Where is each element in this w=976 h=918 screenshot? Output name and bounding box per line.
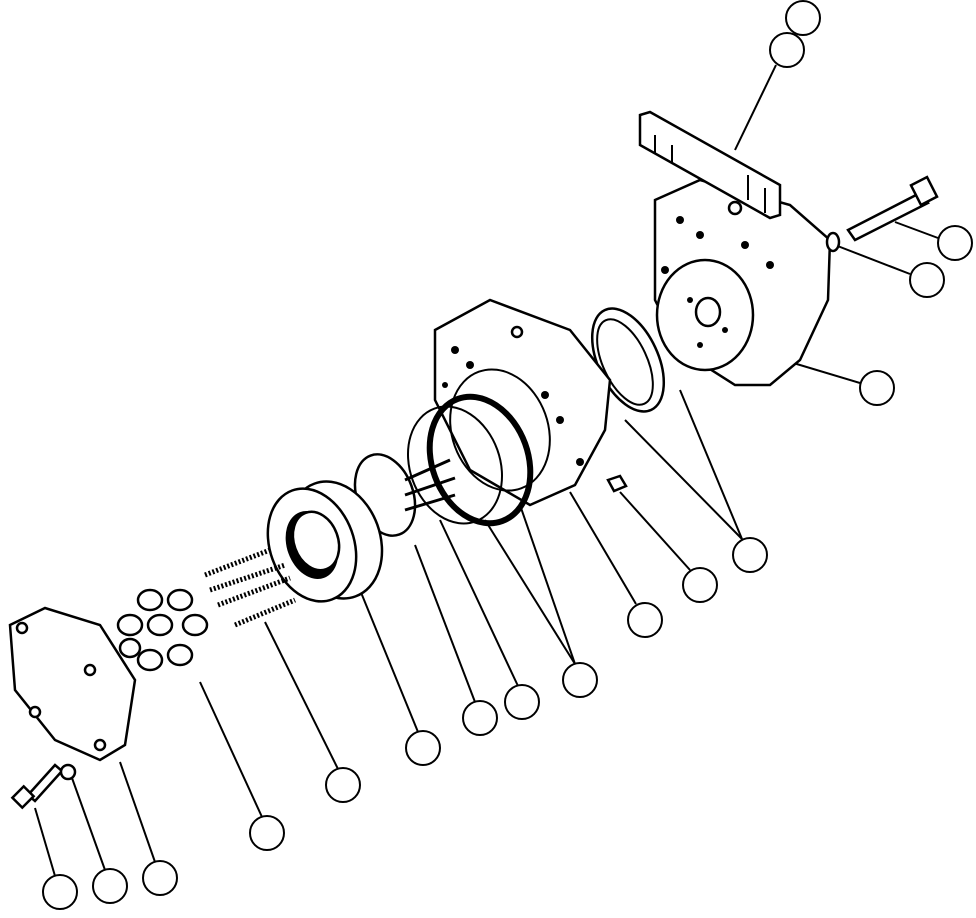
callout-bubble: [937, 225, 973, 261]
callout-bubble: [682, 567, 718, 603]
callout-bubble: [769, 32, 805, 68]
callout-bubble: [909, 262, 945, 298]
callouts: [42, 0, 973, 910]
callout-bubble: [859, 370, 895, 406]
callout-bubble: [732, 537, 768, 573]
callout-bubble: [249, 815, 285, 851]
callout-bubble: [142, 860, 178, 896]
bolt-left: [10, 763, 64, 810]
end-cover: [8, 606, 137, 762]
middle-housing: [433, 298, 612, 507]
callout-bubble: [785, 0, 821, 36]
callout-bubble: [562, 662, 598, 698]
callout-bubble: [405, 730, 441, 766]
bolt-right: [846, 175, 939, 242]
washer-right: [825, 231, 841, 253]
callout-bubble: [504, 684, 540, 720]
callout-bubble: [462, 700, 498, 736]
callout-bubble: [325, 767, 361, 803]
rear-housing: [653, 178, 832, 387]
seal-rings-middle: [406, 393, 534, 527]
springs: [204, 547, 296, 628]
spring-retainers: [116, 588, 209, 672]
rotor: [266, 480, 384, 603]
callout-bubble: [627, 602, 663, 638]
washer-left: [59, 763, 77, 781]
grease-fitting: [606, 474, 628, 493]
callout-bubble: [42, 874, 78, 910]
leader-lines: [34, 64, 939, 877]
bracket-plate: [638, 110, 782, 220]
callout-bubble: [92, 868, 128, 904]
